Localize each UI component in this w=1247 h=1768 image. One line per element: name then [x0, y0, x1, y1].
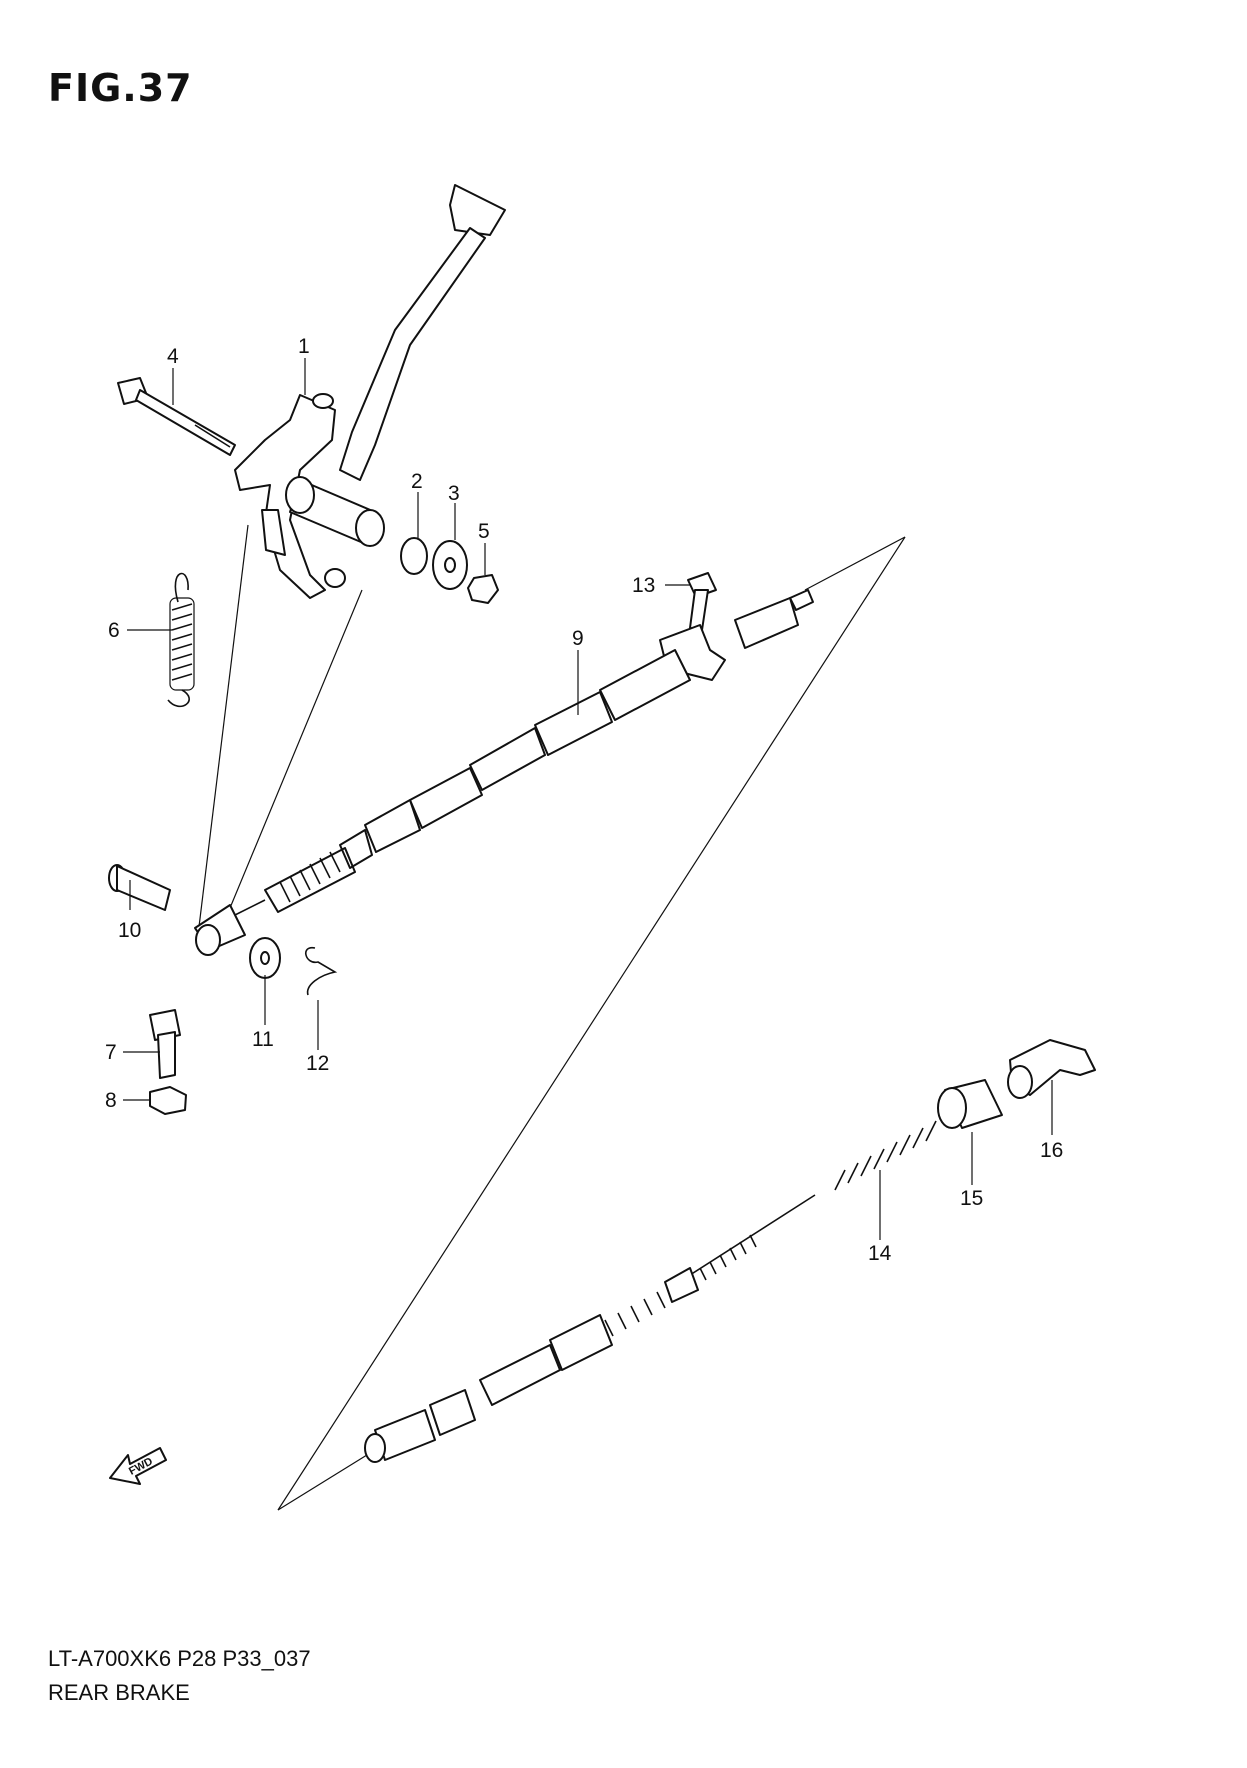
callout-14: 14: [868, 1242, 892, 1265]
brake-cable: [194, 589, 814, 956]
callout-12: 12: [306, 1052, 329, 1075]
adjust-bolt: [149, 1009, 181, 1079]
washer-hole: [444, 557, 456, 573]
cable-bracket-bolt: [687, 572, 717, 631]
lock-nut: [149, 1086, 187, 1115]
callout-2: 2: [411, 470, 423, 493]
callout-16: 16: [1040, 1139, 1063, 1162]
callout-1: 1: [298, 335, 310, 358]
callout-6: 6: [108, 619, 120, 642]
brake-pedal: [234, 184, 506, 599]
clevis-pin: [108, 864, 171, 911]
callouts: 1 2 3 4 5 6 7 8 9 10 11 12 13 14 15 16: [105, 335, 1063, 1265]
callout-5: 5: [478, 520, 490, 543]
callout-3: 3: [448, 482, 460, 505]
cotter-pin: [305, 947, 338, 996]
fwd-arrow-icon: FWD: [109, 1447, 167, 1485]
callout-11: 11: [252, 1028, 274, 1051]
return-spring: [167, 572, 195, 708]
pedal-pivot-bolt: [117, 377, 236, 456]
callout-8: 8: [105, 1089, 117, 1112]
brake-cable-lower: [364, 1194, 816, 1463]
nut: [467, 574, 499, 604]
cable-end-fitting: [1007, 1039, 1096, 1099]
callout-4: 4: [167, 345, 179, 368]
figure-caption: REAR BRAKE: [48, 1680, 190, 1705]
assembly-guide-lines: [197, 524, 906, 1511]
callout-10: 10: [118, 919, 141, 942]
figure-code: LT-A700XK6 P28 P33_037: [48, 1646, 311, 1671]
clevis-washer-hole: [260, 951, 270, 965]
callout-7: 7: [105, 1041, 117, 1064]
leader-lines: [123, 358, 1053, 1240]
o-ring: [400, 537, 428, 575]
callout-13: 13: [632, 574, 655, 597]
cable-spring: [834, 1120, 937, 1191]
figure-title: FIG.37: [48, 66, 193, 110]
callout-15: 15: [960, 1187, 983, 1210]
cable-collar: [937, 1079, 1003, 1129]
callout-9: 9: [572, 627, 584, 650]
